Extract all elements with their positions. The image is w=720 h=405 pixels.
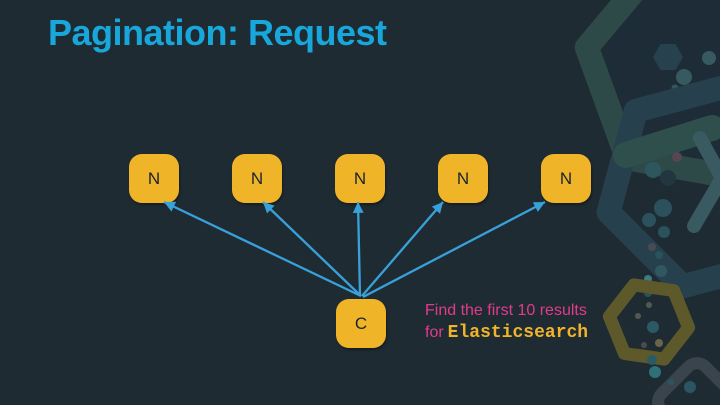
hexagon-ring-olive	[602, 278, 696, 366]
hexagon-ring-top	[574, 0, 720, 187]
node-c: C	[336, 299, 386, 348]
page-title: Pagination: Request	[48, 12, 387, 53]
node-c-label: C	[354, 314, 368, 333]
bubble-trail	[642, 199, 672, 297]
hexagon-ring-middle	[596, 75, 720, 299]
caption-code-term: Elasticsearch	[447, 323, 589, 343]
node-n-1-label: N	[147, 169, 161, 188]
node-n-3-label: N	[353, 169, 367, 188]
arrow-c-to-n4	[361, 201, 444, 297]
node-n-4: N	[438, 154, 488, 203]
arrow-c-to-n2	[262, 201, 362, 297]
node-n-3: N	[335, 154, 385, 203]
arrow-c-to-n5	[362, 200, 546, 299]
caption-line2-prefix: for	[425, 324, 444, 341]
node-n-4-label: N	[456, 169, 470, 188]
node-n-2-label: N	[250, 169, 264, 188]
arrow-c-to-n1	[163, 200, 362, 298]
node-n-5: N	[541, 154, 591, 203]
diamond-ring-corner	[649, 357, 720, 405]
node-n-2: N	[232, 154, 282, 203]
arrow-c-to-n3	[352, 201, 364, 297]
caption-line1: Find the first 10 results	[425, 302, 587, 319]
node-n-5-label: N	[559, 169, 573, 188]
node-n-1: N	[129, 154, 179, 203]
